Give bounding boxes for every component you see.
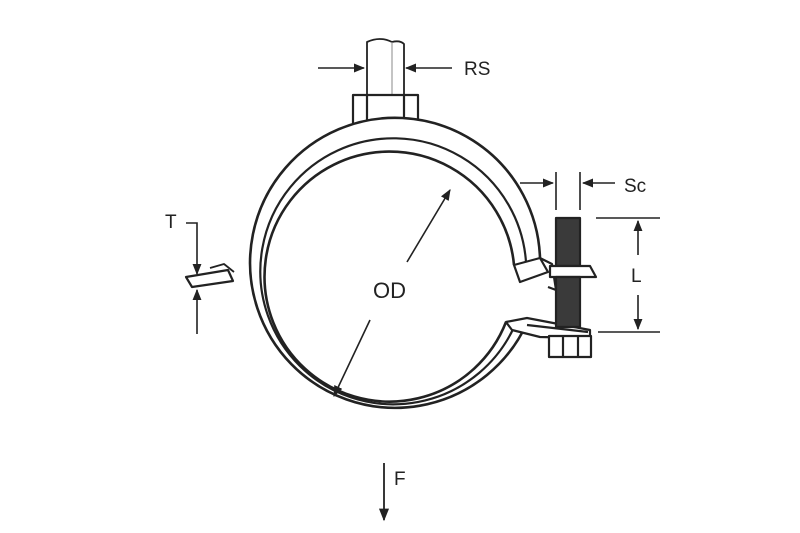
rod-stub bbox=[366, 38, 405, 95]
washer bbox=[548, 264, 598, 279]
clamp-band-outer bbox=[248, 116, 542, 410]
t-label: T bbox=[165, 212, 177, 233]
hinge-tab bbox=[184, 263, 235, 289]
rubber-liner bbox=[263, 150, 516, 403]
od-arrow-lower bbox=[333, 319, 371, 398]
f-label: F bbox=[394, 469, 406, 490]
sc-label: Sc bbox=[624, 176, 646, 197]
rs-label: RS bbox=[464, 59, 490, 80]
t-leader bbox=[186, 222, 202, 276]
clamp-band-inner bbox=[259, 137, 528, 406]
screw-shaft-upper bbox=[554, 216, 582, 268]
od-label: OD bbox=[373, 278, 406, 303]
screw-nut bbox=[547, 334, 593, 359]
od-arrow-upper bbox=[406, 189, 451, 263]
screw-shaft-lower bbox=[554, 275, 582, 329]
screw-assembly bbox=[547, 216, 598, 359]
l-label: L bbox=[631, 266, 642, 287]
upper-flange bbox=[512, 256, 558, 292]
